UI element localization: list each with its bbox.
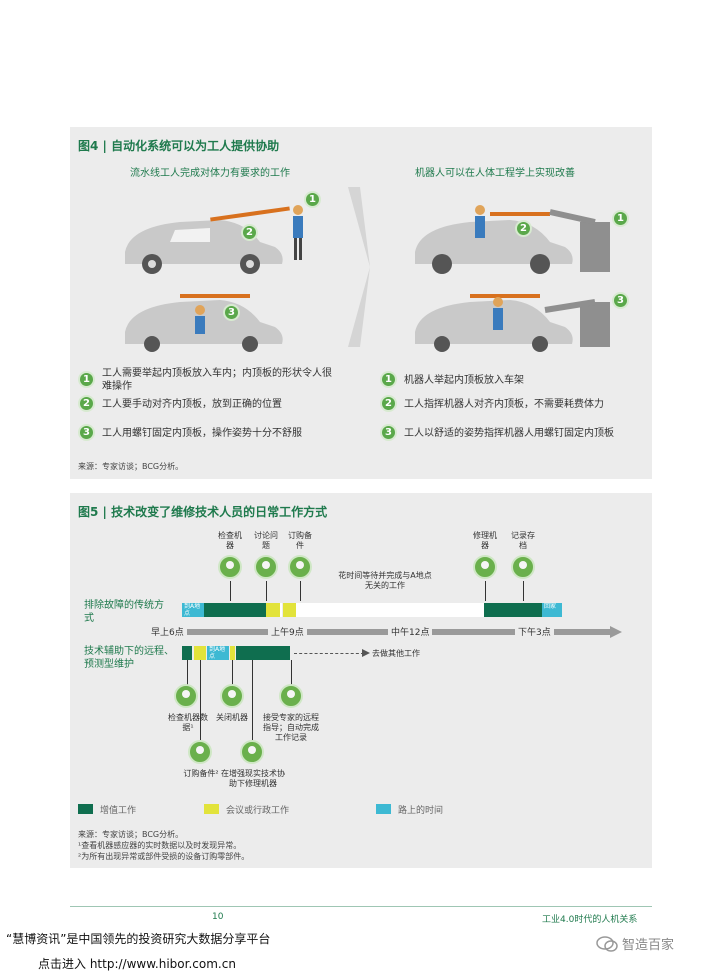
value-add-segment — [484, 603, 542, 617]
legend-swatch-admin — [204, 804, 219, 814]
figure-4-source: 来源：专家访谈；BCG分析。 — [78, 462, 184, 471]
footnote-2: ²为所有出现异常或部件受损的设备订购零部件。 — [78, 852, 250, 861]
list-number: 1 — [78, 371, 95, 388]
wechat-badge: 智造百家 — [596, 934, 674, 953]
list-item: 工人指挥机器人对齐内顶板，不需要耗费体力 — [404, 399, 604, 410]
row-1-label: 排除故障的传统方式 — [84, 600, 164, 624]
list-item: 工人用螺钉固定内顶板，操作姿势十分不舒服 — [102, 428, 302, 439]
order-parts-icon — [188, 740, 212, 764]
repair-machine-icon — [473, 555, 497, 579]
time-label: 下午3点 — [515, 625, 554, 638]
list-number: 3 — [78, 424, 95, 441]
worker-icon — [493, 297, 503, 330]
car-icon — [415, 220, 573, 274]
robot-arm-icon — [544, 299, 610, 347]
icon-label: 订购备件 — [288, 531, 312, 550]
value-add-segment — [204, 603, 266, 617]
value-add-segment — [236, 646, 290, 660]
assembly-illustration — [125, 187, 610, 352]
inspect-machine-icon — [218, 555, 242, 579]
robot-arm-icon — [549, 209, 610, 272]
other-work-label: 去做其他工作 — [372, 649, 420, 658]
step-2-marker: 2 — [241, 224, 258, 241]
legend-swatch-travel — [376, 804, 391, 814]
list-item: 机器人举起内顶板放入车架 — [404, 375, 524, 386]
figure-4: 图4 | 自动化系统可以为工人提供协助 流水线工人完成对体力有要求的工作 机器人… — [70, 127, 652, 479]
site-link[interactable]: 点击进入 http://www.hibor.com.cn — [38, 957, 236, 971]
step-2-marker: 2 — [515, 220, 532, 237]
worker-icon — [195, 305, 205, 334]
travel-segment: 回家 — [542, 603, 562, 617]
arrow-right-icon — [362, 649, 370, 657]
admin-segment — [283, 603, 296, 617]
dashed-arrow — [294, 653, 364, 654]
legend-label: 增值工作 — [100, 806, 137, 816]
list-item: 工人需要举起内顶板放入车内；内顶板的形状令人很难操作 — [102, 368, 332, 392]
icon-label: 订购备件² — [183, 769, 219, 778]
icon-label: 检查机器数据¹ — [168, 713, 208, 732]
left-subtitle: 流水线工人完成对体力有要求的工作 — [130, 168, 290, 179]
time-label: 中午12点 — [388, 625, 433, 638]
waiting-segment — [296, 603, 484, 617]
arrow-right-icon — [610, 626, 622, 638]
icon-label: 记录存档 — [511, 531, 535, 550]
remote-guidance-icon — [279, 684, 303, 708]
icon-label: 讨论问题 — [254, 531, 278, 550]
icon-label: 修理机器 — [473, 531, 497, 550]
list-number: 3 — [380, 424, 397, 441]
list-number: 1 — [380, 371, 397, 388]
wechat-icon — [596, 935, 618, 952]
legend-label: 路上的时间 — [398, 806, 444, 816]
wait-annotation: 花时间等待并完成与A地点无关的工作 — [338, 571, 432, 590]
list-number: 2 — [78, 395, 95, 412]
list-item: 工人要手动对齐内顶板，放到正确的位置 — [102, 399, 282, 410]
shutdown-machine-icon — [220, 684, 244, 708]
figure-5: 图5 | 技术改变了维修技术人员的日常工作方式 检查机器 讨论问题 订购备件 修… — [70, 493, 652, 868]
step-1-marker: 1 — [304, 191, 321, 208]
admin-segment — [194, 646, 206, 660]
right-subtitle: 机器人可以在人体工程学上实现改善 — [415, 168, 575, 179]
time-label: 上午9点 — [268, 625, 307, 638]
list-item: 工人以舒适的姿势指挥机器人用螺钉固定内顶板 — [404, 428, 614, 439]
travel-segment: 到A地点 — [207, 646, 229, 660]
divider-arrow-icon — [348, 187, 370, 347]
record-archive-icon — [511, 555, 535, 579]
machine-data-icon — [174, 684, 198, 708]
icon-label: 关闭机器 — [216, 713, 248, 722]
car-icon — [125, 220, 283, 274]
travel-segment: 到A地点 — [182, 603, 204, 617]
figure-5-title: 图5 | 技术改变了维修技术人员的日常工作方式 — [78, 505, 328, 519]
list-number: 2 — [380, 395, 397, 412]
legend-swatch-value-add — [78, 804, 93, 814]
icon-label: 接受专家的远程指导；自动完成工作记录 — [263, 713, 319, 742]
time-label: 早上6点 — [148, 625, 187, 638]
worker-icon — [293, 205, 303, 260]
figure-5-source: 来源：专家访谈；BCG分析。 — [78, 830, 184, 839]
step-1-marker: 1 — [612, 210, 629, 227]
value-add-segment — [182, 646, 192, 660]
timeline-axis — [152, 629, 612, 635]
footer-rule — [70, 906, 652, 907]
row-2-label: 技术辅助下的远程、预测型维护 — [84, 646, 174, 670]
brand-banner: “慧博资讯”是中国领先的投资研究大数据分享平台 — [6, 932, 271, 946]
discuss-problem-icon — [254, 555, 278, 579]
running-header: 工业4.0时代的人机关系 — [542, 915, 638, 925]
worker-icon — [475, 205, 485, 238]
step-3-marker: 3 — [223, 304, 240, 321]
ar-repair-icon — [240, 740, 264, 764]
footnote-1: ¹查看机器感应器的实时数据以及时发现异常。 — [78, 841, 242, 850]
order-parts-icon — [288, 555, 312, 579]
wechat-name: 智造百家 — [622, 938, 675, 953]
admin-segment — [230, 646, 235, 660]
legend-label: 会议或行政工作 — [226, 806, 290, 816]
admin-segment — [266, 603, 280, 617]
figure-4-title: 图4 | 自动化系统可以为工人提供协助 — [78, 139, 280, 153]
step-3-marker: 3 — [612, 292, 629, 309]
icon-label: 检查机器 — [218, 531, 242, 550]
icon-label: 在增强现实技术协助下修理机器 — [221, 769, 285, 788]
page-number: 10 — [212, 912, 224, 922]
